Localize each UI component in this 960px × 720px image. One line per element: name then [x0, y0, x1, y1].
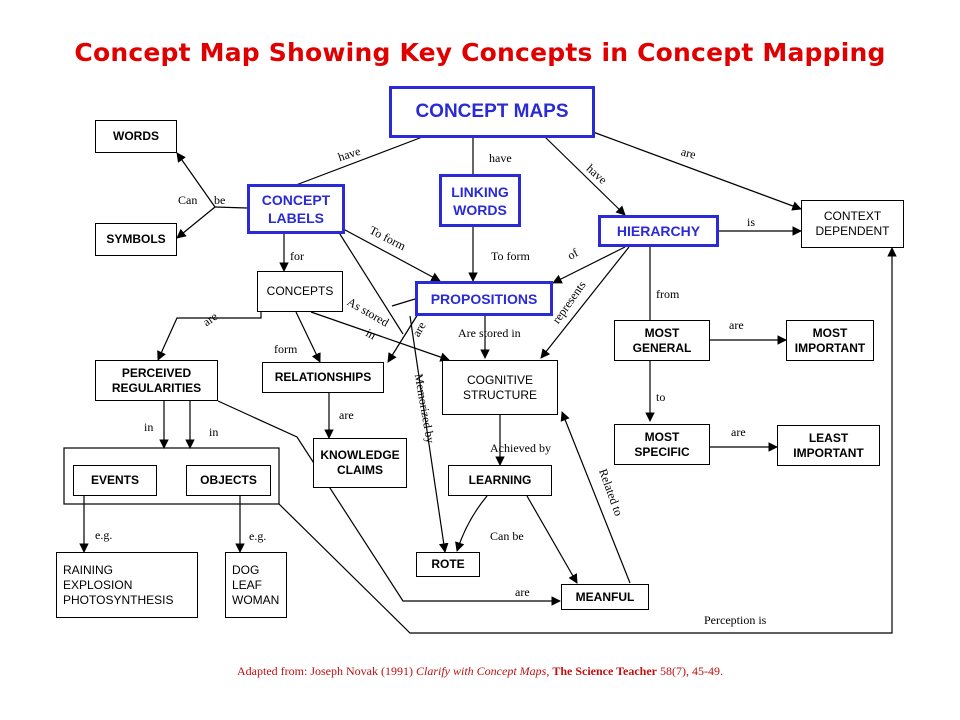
edge-propositions-rote: [409, 315, 449, 553]
link-label-is: is: [747, 215, 756, 229]
link-label-from: from: [656, 287, 680, 301]
edge-learning-meanful: [526, 495, 578, 584]
node-most-specific: MOST SPECIFIC: [614, 424, 710, 465]
link-label-in-2: in: [144, 420, 154, 434]
edge-propositions-relationships-1: [391, 298, 416, 307]
link-label-are-4: are: [339, 408, 354, 422]
node-concepts: CONCEPTS: [257, 271, 343, 312]
link-label-have-2: have: [489, 151, 512, 165]
edge-labels-stored: [337, 230, 404, 335]
node-object-examples: DOG LEAF WOMAN: [225, 552, 287, 618]
edge-objects-context: [278, 247, 897, 634]
edge-concepts-relationships: [295, 311, 321, 363]
node-propositions: PROPOSITIONS: [415, 281, 553, 316]
edge-regularities-meanful: [217, 400, 561, 606]
link-label-can: Can: [178, 193, 198, 207]
source-citation: Adapted from: Joseph Novak (1991) Clarif…: [0, 664, 960, 679]
edge-canbe-labels: [214, 206, 248, 209]
link-label-form: form: [274, 342, 298, 356]
citation-journal: The Science Teacher: [552, 664, 657, 678]
link-label-eg-2: e.g.: [249, 529, 267, 543]
link-label-be: be: [214, 193, 226, 207]
link-label-can-be: Can be: [490, 529, 524, 543]
node-linking-words: LINKING WORDS: [439, 174, 521, 227]
edge-canbe-symbols: [176, 206, 216, 239]
node-event-examples: RAINING EXPLOSION PHOTOSYNTHESIS: [56, 552, 198, 618]
node-objects: OBJECTS: [186, 465, 271, 496]
link-label-perception-is: Perception is: [704, 613, 767, 627]
edge-learning-rote: [455, 495, 488, 552]
citation-details: 58(7), 45-49.: [656, 664, 723, 678]
edge-maps-hierarchy: [544, 136, 626, 216]
edge-maps-labels: [295, 135, 426, 186]
edge-hierarchy-cognitive: [540, 246, 630, 359]
page-title: Concept Map Showing Key Concepts in Conc…: [74, 38, 886, 67]
link-label-achieved-by: Achieved by: [490, 441, 551, 455]
node-most-general: MOST GENERAL: [614, 320, 710, 361]
node-least-important: LEAST IMPORTANT: [777, 425, 880, 466]
node-concept-labels: CONCEPT LABELS: [247, 184, 345, 234]
link-label-are-5: are: [729, 318, 744, 332]
node-rote: ROTE: [416, 552, 480, 577]
node-perceived-regularities: PERCEIVED REGULARITIES: [95, 360, 218, 401]
node-knowledge-claims: KNOWLEDGE CLAIMS: [313, 438, 407, 488]
edge-propositions-relationships-2: [387, 313, 419, 363]
node-hierarchy: HIERARCHY: [598, 215, 719, 247]
edge-meanful-cognitive: [560, 411, 631, 584]
citation-work: Clarify with Concept Maps,: [415, 664, 550, 678]
edge-labels-propositions: [333, 223, 441, 282]
link-label-are-stored-in: Are stored in: [458, 326, 521, 340]
node-context-dependent: CONTEXT DEPENDENT: [801, 200, 904, 248]
edge-canbe-words: [176, 152, 216, 208]
link-label-to: to: [656, 390, 666, 404]
link-label-to-form-2: To form: [491, 249, 530, 263]
link-label-for: for: [290, 249, 304, 263]
link-label-in-3: in: [209, 425, 219, 439]
node-relationships: RELATIONSHIPS: [262, 362, 384, 393]
node-events: EVENTS: [73, 465, 157, 496]
node-meanful: MEANFUL: [561, 584, 649, 610]
link-label-eg-1: e.g.: [95, 528, 113, 542]
link-label-are-6: are: [731, 425, 746, 439]
events-objects-group: [63, 447, 280, 505]
edge-hierarchy-propositions: [552, 246, 626, 284]
node-most-important: MOST IMPORTANT: [786, 320, 874, 361]
node-symbols: SYMBOLS: [95, 223, 177, 256]
node-words: WORDS: [95, 120, 177, 153]
edge-concepts-regularities: [157, 312, 262, 361]
edge-concepts-cognitive: [310, 311, 450, 362]
node-concept-maps: CONCEPT MAPS: [389, 86, 595, 138]
node-cognitive-structure: COGNITIVE STRUCTURE: [442, 360, 558, 415]
link-label-are-7: are: [515, 585, 530, 599]
node-learning: LEARNING: [448, 465, 552, 496]
edge-maps-context: [592, 131, 802, 211]
citation-prefix: Adapted from: Joseph Novak (1991): [237, 664, 416, 678]
